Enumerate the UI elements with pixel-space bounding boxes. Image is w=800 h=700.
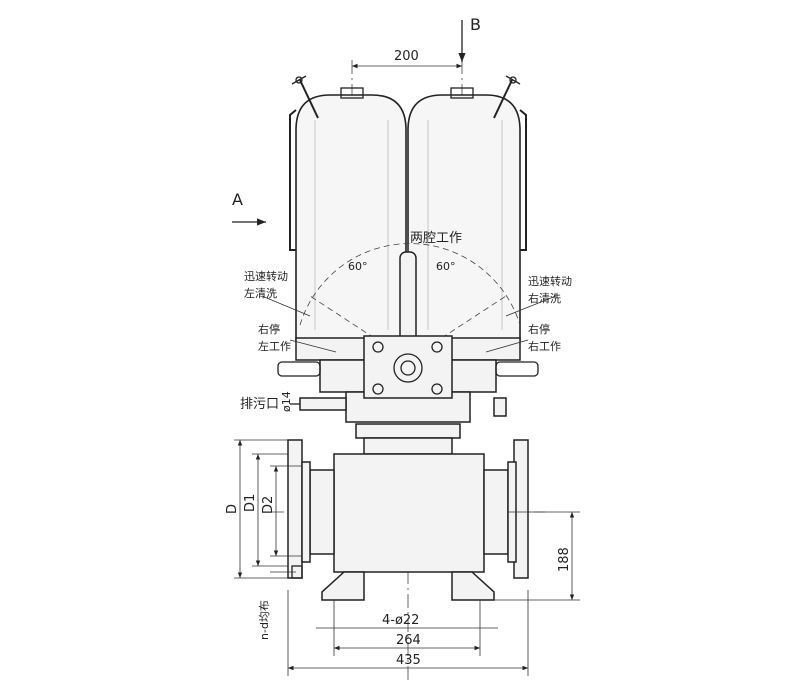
left-flange (287, 439, 311, 579)
right-filter-tank (407, 87, 521, 341)
mounting-feet (321, 571, 495, 610)
annotation-angle-left: 60° (348, 260, 368, 273)
dim-188 (494, 511, 580, 601)
right-flange (507, 439, 529, 579)
annotation-left-stop-line1: 右停 (258, 322, 280, 336)
annotation-both-working: 两腔工作 (410, 231, 462, 246)
annotation-right-clean-line2: 右清洗 (528, 291, 561, 305)
main-body (309, 453, 509, 573)
dim-d-label: D (225, 504, 240, 514)
valve-neck (355, 423, 461, 455)
dim-264-label: 264 (396, 633, 421, 648)
annotation-left-stop-line2: 左工作 (258, 340, 291, 353)
view-label-a: A (232, 190, 243, 209)
view-label-b: B (470, 15, 481, 34)
tank-straps (289, 109, 527, 251)
dim-188-label: 188 (557, 547, 572, 572)
annotation-angle-right: 60° (436, 260, 456, 273)
dim-435 (287, 590, 529, 676)
left-vent-valve (291, 75, 319, 119)
right-vent-valve (493, 75, 521, 119)
annotation-left-clean-line1: 迅速转动 (244, 269, 288, 283)
annotation-left-clean-line2: 左清洗 (244, 287, 277, 300)
dim-flange-diameters (234, 439, 302, 579)
dim-flange-bolts-label: n-d均布 (258, 600, 271, 640)
dim-d2-label: D2 (261, 496, 276, 514)
annotation-right-stop-line1: 右停 (528, 322, 550, 336)
annotation-leaders (261, 244, 557, 353)
dim-d1-label: D1 (243, 494, 258, 512)
dim-drain-size-label: ø14 (280, 391, 293, 412)
left-filter-tank (295, 87, 407, 341)
dim-264 (333, 610, 481, 656)
annotation-right-clean-line1: 迅速转动 (528, 274, 572, 288)
dim-435-label: 435 (396, 653, 421, 668)
dim-200-label: 200 (394, 49, 419, 64)
valve-block (277, 335, 539, 423)
annotation-right-stop-line2: 右工作 (528, 339, 561, 353)
drain-port-fitting (290, 397, 507, 417)
annotation-drain-port: 排污口 (240, 397, 279, 412)
dim-bolt-holes-label: 4-ø22 (382, 613, 419, 628)
